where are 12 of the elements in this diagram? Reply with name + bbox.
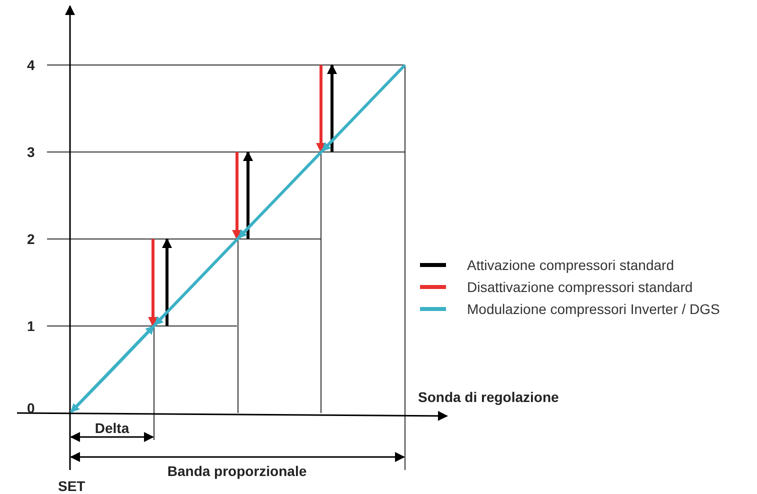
dimension-label: Delta (94, 420, 130, 436)
origin-label: SET (58, 478, 86, 494)
axis-tick-label: 0 (27, 400, 35, 416)
legend-label: Attivazione compressori standard (467, 257, 674, 273)
axis-tick-label: 1 (27, 318, 35, 334)
dimension-label: Banda proporzionale (167, 463, 307, 479)
axis-label: Sonda di regolazione (418, 389, 559, 405)
legend-label: Modulazione compressori Inverter / DGS (467, 301, 720, 317)
axis-tick-label: 2 (27, 231, 35, 247)
axis-tick-label: 3 (27, 144, 35, 160)
axis-tick-label: 4 (27, 57, 35, 73)
legend-label: Disattivazione compressori standard (467, 279, 693, 295)
